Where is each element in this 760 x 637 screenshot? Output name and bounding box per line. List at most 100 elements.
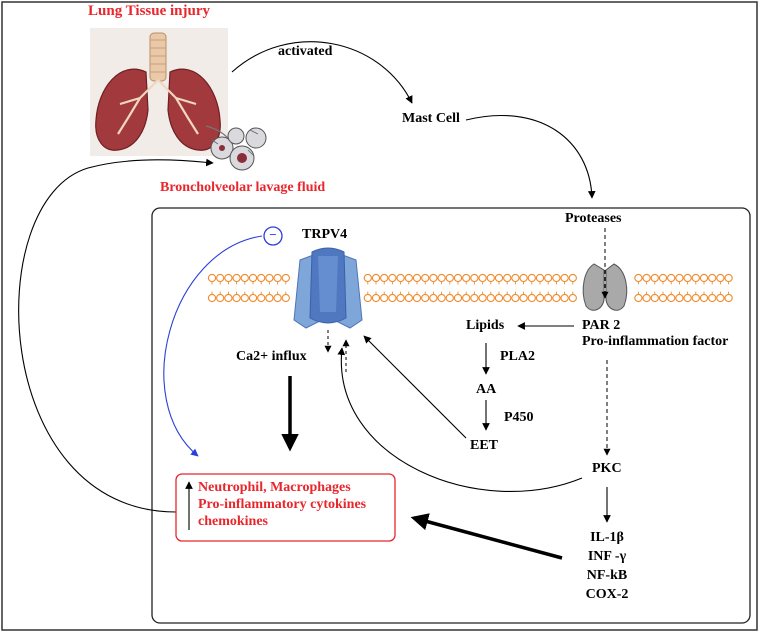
cell-membrane (207, 273, 733, 303)
lipid-head (216, 293, 225, 303)
lipid-head (511, 273, 520, 283)
lipid-head (642, 293, 651, 303)
lipid-head (527, 273, 536, 283)
lipid-head (265, 273, 274, 283)
lipid-head (716, 273, 725, 283)
lipid-head (224, 273, 233, 283)
outcome-line-3: chemokines (198, 514, 268, 529)
lipid-head (371, 293, 381, 303)
lipid-head (560, 293, 569, 303)
lipid-head (421, 293, 430, 303)
lipid-head (453, 273, 463, 283)
lipid-head (232, 273, 241, 283)
arrow-eet-trpv4 (363, 335, 467, 439)
eet-label: EET (470, 438, 499, 453)
lipid-head (470, 293, 479, 303)
lipid-head (380, 293, 389, 303)
lipid-head (380, 273, 389, 283)
lipid-head (396, 293, 405, 303)
mediator-il1b: IL-1β (590, 530, 624, 545)
lipid-head (642, 273, 651, 283)
arrow-mastcell-proteases (465, 115, 596, 199)
lipid-head (511, 293, 520, 303)
aa-label: AA (476, 382, 497, 397)
lipid-head (552, 293, 561, 303)
lipid-head (437, 273, 446, 283)
lipid-head (544, 293, 553, 303)
lipid-head (273, 293, 282, 303)
alveoli-cluster (205, 125, 267, 171)
lipid-head (519, 273, 528, 283)
lipid-head (232, 293, 241, 303)
lipid-head (248, 293, 258, 303)
arrow-mediators-outcome (410, 513, 563, 560)
lipid-head (445, 273, 454, 283)
lipid-head (363, 293, 372, 303)
lipid-head (675, 293, 684, 303)
lipid-head (281, 293, 290, 303)
p450-label: P450 (504, 410, 534, 425)
lipid-head (691, 293, 700, 303)
lipid-head (568, 273, 577, 283)
lipid-head (470, 273, 479, 283)
lipid-head (486, 293, 495, 303)
inhibition-icon (263, 226, 283, 246)
pro-inflammation-label: Pro-inflammation factor (582, 334, 729, 349)
lipid-head (650, 293, 659, 303)
inhibition-symbol: − (269, 227, 277, 242)
outcome-line-1: Neutrophil, Macrophages (198, 480, 351, 495)
lipid-head (404, 293, 413, 303)
lipid-head (388, 273, 397, 283)
lipid-head (453, 293, 463, 303)
arrow-activated (231, 41, 413, 104)
outcome-line-2: Pro-inflammatory cytokines (198, 497, 367, 512)
lipid-head (248, 273, 258, 283)
lipid-head (486, 273, 495, 283)
lipid-head (675, 273, 684, 283)
lipid-head (257, 273, 266, 283)
lipid-head (535, 273, 545, 283)
lipid-head (568, 293, 577, 303)
outcome-box (175, 473, 396, 542)
trpv4-channel (293, 247, 363, 329)
lipid-head (667, 293, 676, 303)
lipid-head (240, 293, 249, 303)
lipid-head (667, 273, 676, 283)
lipid-head (429, 293, 438, 303)
lipid-head (224, 293, 233, 303)
lipid-head (708, 293, 717, 303)
proteases-label: Proteases (565, 211, 622, 226)
lipid-head (240, 273, 249, 283)
lipid-head (363, 273, 372, 283)
lipid-head (478, 273, 487, 283)
activated-label: activated (278, 44, 333, 59)
lipid-head (503, 273, 512, 283)
lipid-head (462, 293, 471, 303)
lipid-head (552, 273, 561, 283)
lipid-head (396, 273, 405, 283)
mediator-inf-gamma: INF -γ (587, 549, 627, 564)
lipids-label: Lipids (466, 318, 505, 333)
lipid-head (683, 293, 692, 303)
trpv4-label: TRPV4 (302, 227, 348, 242)
tissue-title: Lung Tissue injury (88, 3, 210, 19)
lipid-head (699, 273, 709, 283)
lipid-head (708, 273, 717, 283)
par2-label: PAR 2 (582, 318, 621, 333)
lipid-head (634, 293, 643, 303)
lipid-head (535, 293, 545, 303)
lipid-head (716, 293, 725, 303)
pkc-label: PKC (592, 461, 622, 476)
lipid-head (519, 293, 528, 303)
lipid-head (503, 293, 512, 303)
lipid-head (724, 293, 733, 303)
calcium-influx-label: Ca2+ influx (236, 349, 307, 364)
lipid-head (691, 273, 700, 283)
lipid-head (478, 293, 487, 303)
lipid-head (421, 273, 430, 283)
lipid-head (724, 273, 733, 283)
lipid-head (412, 273, 422, 283)
lipid-head (371, 273, 381, 283)
